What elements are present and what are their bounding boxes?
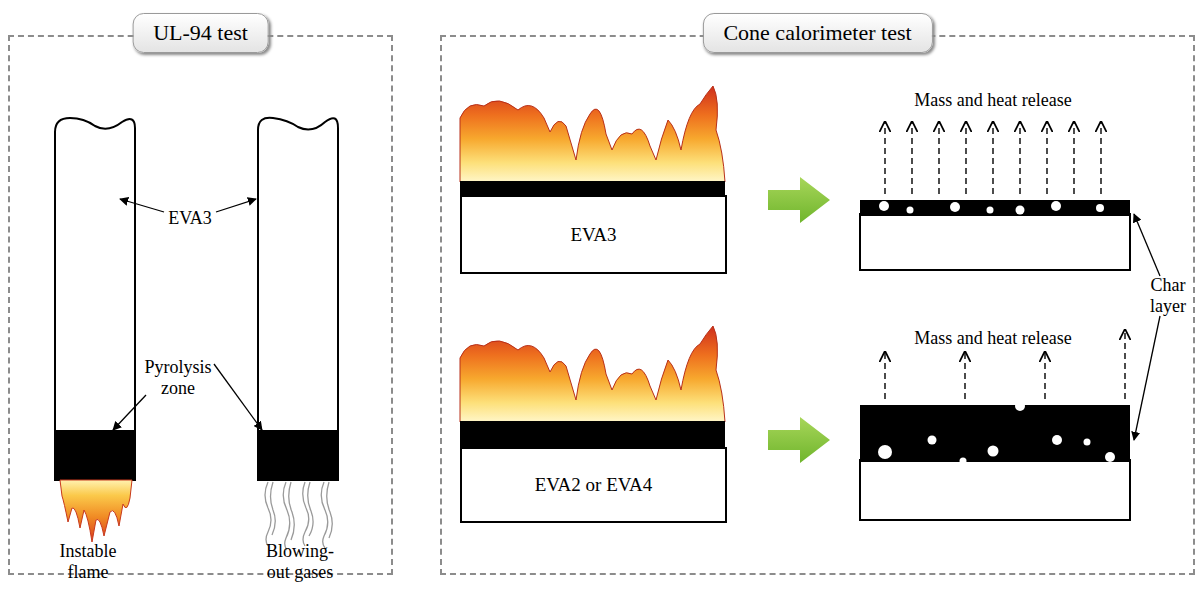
bubble <box>928 436 937 445</box>
bubble <box>950 202 960 212</box>
release-arrow <box>911 122 912 194</box>
specimen-rod <box>258 118 338 480</box>
test-panel: UL-94 test <box>8 35 393 575</box>
char-layer <box>860 200 1130 216</box>
gas-streams <box>265 482 332 550</box>
gas-stream <box>271 482 276 535</box>
process-arrow <box>768 417 830 463</box>
release-arrow <box>1100 122 1101 194</box>
sample-slab <box>860 460 1130 520</box>
bubble <box>1052 435 1062 445</box>
bubble <box>1096 204 1104 212</box>
flame <box>460 326 725 422</box>
sample-slab: EVA2 or EVA4 <box>460 447 727 523</box>
char-layer <box>860 405 1130 462</box>
bubble <box>988 446 999 457</box>
release-arrow <box>1044 352 1045 399</box>
bubble <box>1016 206 1025 215</box>
bubble <box>960 458 967 465</box>
release-arrow <box>1019 122 1020 194</box>
slab-label: EVA2 or EVA4 <box>535 474 653 496</box>
flame <box>60 480 132 542</box>
sample-slab <box>860 214 1130 270</box>
leader-arrow <box>1134 214 1160 276</box>
zone-label: Pyrolysis zone <box>138 357 218 398</box>
bubble <box>907 207 914 214</box>
release-arrow <box>965 122 966 194</box>
leader-arrow <box>214 364 262 430</box>
release-label: Mass and heat release <box>914 90 1071 111</box>
panel-title: UL-94 test <box>132 13 269 53</box>
slab-label: EVA3 <box>570 224 616 246</box>
release-arrow <box>884 122 885 194</box>
gas-stream <box>308 482 313 536</box>
panel-title: Cone calorimeter test <box>702 13 932 53</box>
material-label: EVA3 <box>168 208 212 229</box>
leader-arrow <box>120 199 164 212</box>
gas-stream <box>327 482 333 538</box>
char-band <box>460 421 725 447</box>
release-arrow <box>938 122 939 194</box>
release-arrow <box>884 352 885 399</box>
bubble <box>1051 201 1061 211</box>
release-arrow <box>1046 122 1047 194</box>
bubbles <box>878 401 1115 465</box>
release-arrow <box>992 122 993 194</box>
release-arrow <box>1124 330 1125 399</box>
char-label: Char layer <box>1150 275 1186 316</box>
bubble <box>878 445 892 459</box>
bubble <box>1105 452 1115 462</box>
pyrolysis-band <box>55 430 135 480</box>
phenomenon-label: Blowing-out gases <box>260 541 340 582</box>
pyrolysis-band <box>258 430 338 480</box>
release-arrow <box>1073 122 1074 194</box>
bubble <box>987 207 994 214</box>
specimen-rod <box>55 118 135 480</box>
leader-arrow <box>113 395 146 430</box>
gas-stream <box>265 482 271 546</box>
leader-arrow <box>216 199 256 212</box>
release-label: Mass and heat release <box>914 328 1071 349</box>
release-arrows <box>885 122 1101 194</box>
release-arrow <box>964 352 965 399</box>
process-arrow <box>768 177 830 223</box>
leader-arrow <box>1134 316 1160 440</box>
bubble <box>1084 439 1091 446</box>
phenomenon-label: Instable flame <box>48 541 128 582</box>
flame <box>460 86 725 182</box>
sample-slab: EVA3 <box>460 195 727 274</box>
bubble <box>879 201 889 211</box>
bubble <box>1015 401 1025 411</box>
bubbles <box>879 201 1104 215</box>
gas-stream <box>289 482 295 540</box>
test-panel: Cone calorimeter testEVA3EVA2 or EVA4 <box>440 35 1195 575</box>
